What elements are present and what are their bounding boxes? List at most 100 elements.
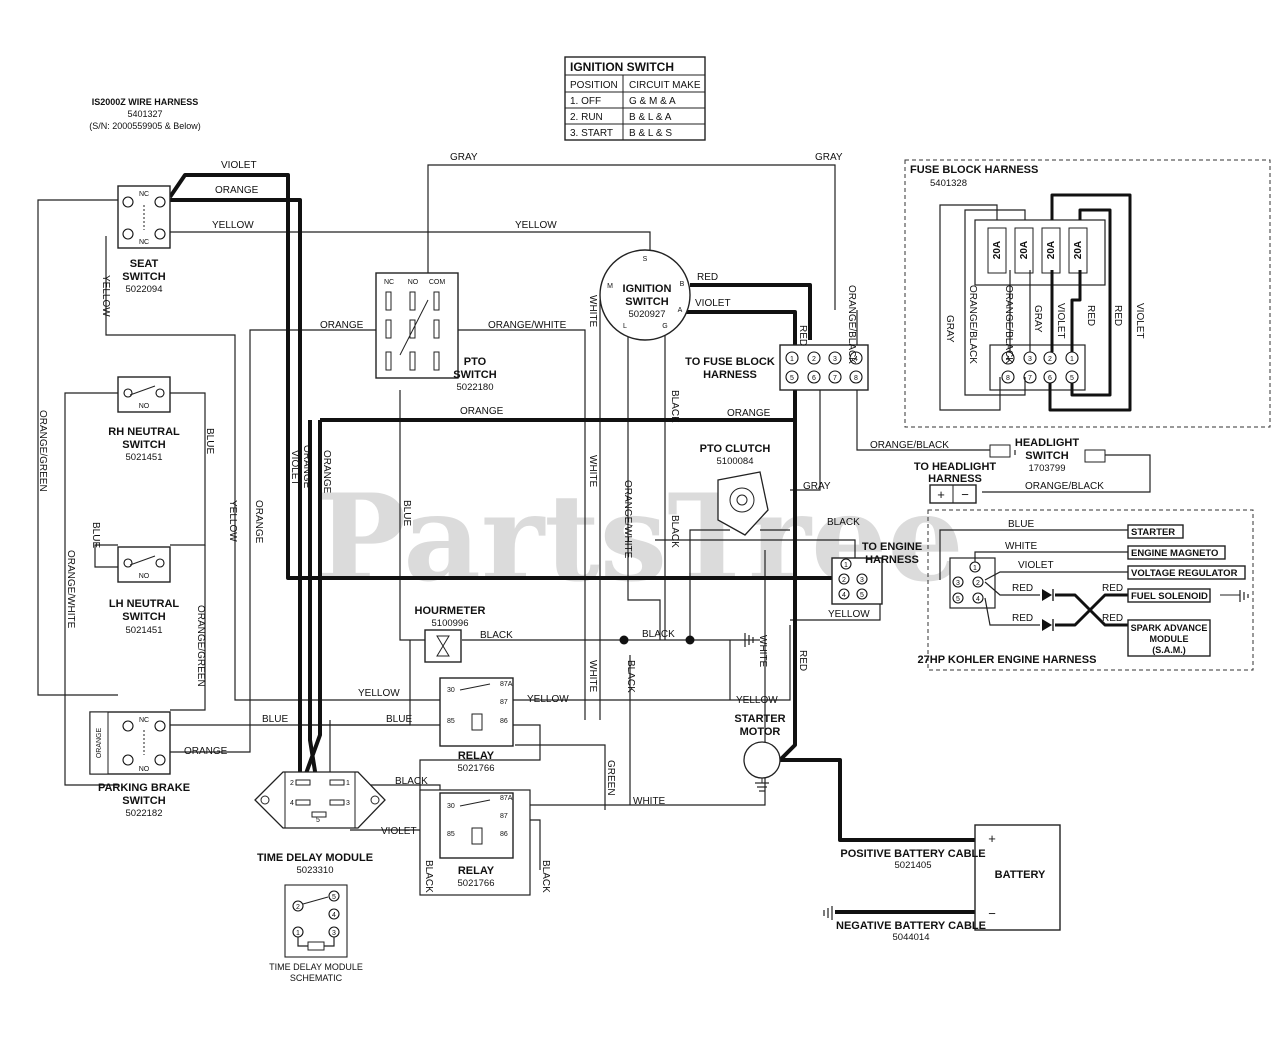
relay1-pin-86: 86 <box>500 718 508 725</box>
wire-label-orange-v: ORANGE <box>253 500 264 544</box>
pto-switch: NC NO COM PTO SWITCH 5022180 <box>375 272 497 393</box>
fb-pin-7: 7 <box>1028 375 1032 382</box>
wire-label-yellow-eng: YELLOW <box>828 609 870 620</box>
ignition-table-col-circuit: CIRCUIT MAKE <box>629 80 701 91</box>
td-pin-5: 5 <box>316 817 320 824</box>
ignition-switch: S B A M L G IGNITION SWITCH 5020927 <box>599 249 691 341</box>
headlight-switch-label-1: HEADLIGHT <box>1015 437 1079 449</box>
eh-wire-white: WHITE <box>1005 541 1038 552</box>
wire-label-white-ign: WHITE <box>587 295 598 328</box>
wire-label-gray-right: GRAY <box>815 152 843 163</box>
fb-wire-violet-1: VIOLET <box>1055 303 1066 339</box>
relay-1: 30 87A 87 85 86 RELAY 5021766 <box>439 677 514 774</box>
starter-motor-label-1: STARTER <box>734 713 785 725</box>
tds-pin-4: 4 <box>332 912 336 919</box>
wire-label-violet-ign: VIOLET <box>695 298 731 309</box>
fuse-conn-pin-7: 7 <box>833 375 837 382</box>
relay1-pin-87a: 87A <box>500 681 513 688</box>
fuse-3: 20A <box>1046 241 1057 259</box>
rh-neutral-label-1: RH NEUTRAL <box>108 426 180 438</box>
lh-neutral-no: NO <box>139 573 150 580</box>
wire-label-orange-green-l: ORANGE/GREEN <box>37 410 48 492</box>
wire-label-orange-v3: ORANGE <box>321 450 332 494</box>
wire-label-orange-green-r: ORANGE/GREEN <box>195 605 206 687</box>
eh-pin-1: 1 <box>973 565 977 572</box>
fuse-conn-label-1: TO FUSE BLOCK <box>685 356 775 368</box>
rh-neutral-switch: NO RH NEUTRAL SWITCH 5021451 <box>108 376 180 463</box>
time-delay-part: 5023310 <box>297 865 334 876</box>
fb-pin-4: 4 <box>1006 356 1010 363</box>
positive-cable-part: 5021405 <box>895 860 932 871</box>
junction-dots <box>619 635 695 645</box>
ignition-terminal-l: L <box>623 323 627 330</box>
relay1-label: RELAY <box>458 750 495 762</box>
wire-label-gray-left: GRAY <box>450 152 478 163</box>
to-headlight-label-1: TO HEADLIGHT <box>914 461 997 473</box>
lh-neutral-label-2: SWITCH <box>122 611 165 623</box>
fb-wire-gray-1: GRAY <box>944 315 955 343</box>
eh-wire-red-1: RED <box>1012 583 1033 594</box>
relay1-pin-85: 85 <box>447 718 455 725</box>
engine-connector: 1 2 3 4 5 TO ENGINE HARNESS <box>831 541 922 605</box>
harness-part-number: 5401327 <box>127 109 162 119</box>
to-headlight-label-2: HARNESS <box>928 473 982 485</box>
wire-label-orange-black-conn: ORANGE/BLACK <box>846 285 857 364</box>
eh-target-engine-magneto: ENGINE MAGNETO <box>1131 548 1218 559</box>
relay2-pin-87: 87 <box>500 813 508 820</box>
fb-wire-red-2: RED <box>1112 305 1123 326</box>
tds-pin-2: 2 <box>296 904 300 911</box>
relay2-pin-85: 85 <box>447 831 455 838</box>
fuse-conn-pin-2: 2 <box>812 356 816 363</box>
wire-label-yellow-relay-r: YELLOW <box>527 694 569 705</box>
wire-label-gray-clutch: GRAY <box>803 481 831 492</box>
rh-neutral-label-2: SWITCH <box>122 439 165 451</box>
wire-label-orange-white-v: ORANGE/WHITE <box>622 480 633 559</box>
relay2-pin-30: 30 <box>447 803 455 810</box>
td-pin-2: 2 <box>290 780 294 787</box>
parking-brake-side-label: ORANGE <box>96 728 103 759</box>
fb-wire-violet-2: VIOLET <box>1134 303 1145 339</box>
time-delay-label: TIME DELAY MODULE <box>257 852 373 864</box>
wire-label-white-v: WHITE <box>587 455 598 488</box>
wire-label-orange-black-hl: ORANGE/BLACK <box>1025 481 1104 492</box>
wire-label-black-hm: BLACK <box>480 630 513 641</box>
engine-conn-pin-4: 4 <box>842 592 846 599</box>
fuse-1: 20A <box>992 241 1003 259</box>
ignition-row-1-position: 1. OFF <box>570 96 601 107</box>
to-headlight-harness: + − TO HEADLIGHT HARNESS <box>914 461 997 504</box>
wire-labels: VIOLET ORANGE YELLOW YELLOW GRAY GRAY RE… <box>37 152 1104 893</box>
lh-neutral-switch: NO LH NEUTRAL SWITCH 5021451 <box>109 546 179 636</box>
eh-target-starter: STARTER <box>1131 527 1175 538</box>
fuse-conn-pin-8: 8 <box>854 375 858 382</box>
wire-label-yellow-seat: YELLOW <box>212 220 254 231</box>
wire-label-red-ign: RED <box>697 272 718 283</box>
ignition-terminal-a: A <box>678 307 683 314</box>
wire-label-blue-pb: BLUE <box>262 714 288 725</box>
pto-switch-com: COM <box>429 279 446 286</box>
fuse-4: 20A <box>1073 241 1084 259</box>
fb-pin-2: 2 <box>1048 356 1052 363</box>
tds-label-1: TIME DELAY MODULE <box>269 962 363 972</box>
wire-label-orange-top: ORANGE <box>215 185 259 196</box>
wire-label-red-starter: RED <box>797 650 808 671</box>
wire-label-black-clutch: BLACK <box>827 517 860 528</box>
ignition-switch-table: IGNITION SWITCH POSITION CIRCUIT MAKE 1.… <box>564 56 706 141</box>
hourmeter: HOURMETER 5100996 <box>415 605 485 663</box>
battery-label: BATTERY <box>995 869 1046 881</box>
tds-pin-3: 3 <box>332 930 336 937</box>
eh-wire-blue: BLUE <box>1008 519 1034 530</box>
headlight-switch-label-2: SWITCH <box>1025 450 1068 462</box>
parking-brake-switch: ORANGE NC NO PARKING BRAKE SWITCH 502218… <box>89 711 190 819</box>
fb-pin-3: 3 <box>1028 356 1032 363</box>
wire-label-yellow-top: YELLOW <box>515 220 557 231</box>
eh-title: 27HP KOHLER ENGINE HARNESS <box>918 654 1097 666</box>
relay1-part: 5021766 <box>458 763 495 774</box>
ignition-terminal-m: M <box>607 283 613 290</box>
seat-switch-label-1: SEAT <box>130 258 159 270</box>
hourmeter-part: 5100996 <box>432 618 469 629</box>
fuse-conn-pin-5: 5 <box>790 375 794 382</box>
rh-neutral-no: NO <box>139 403 150 410</box>
wire-label-violet-top: VIOLET <box>221 160 257 171</box>
headlight-minus: − <box>961 487 969 502</box>
